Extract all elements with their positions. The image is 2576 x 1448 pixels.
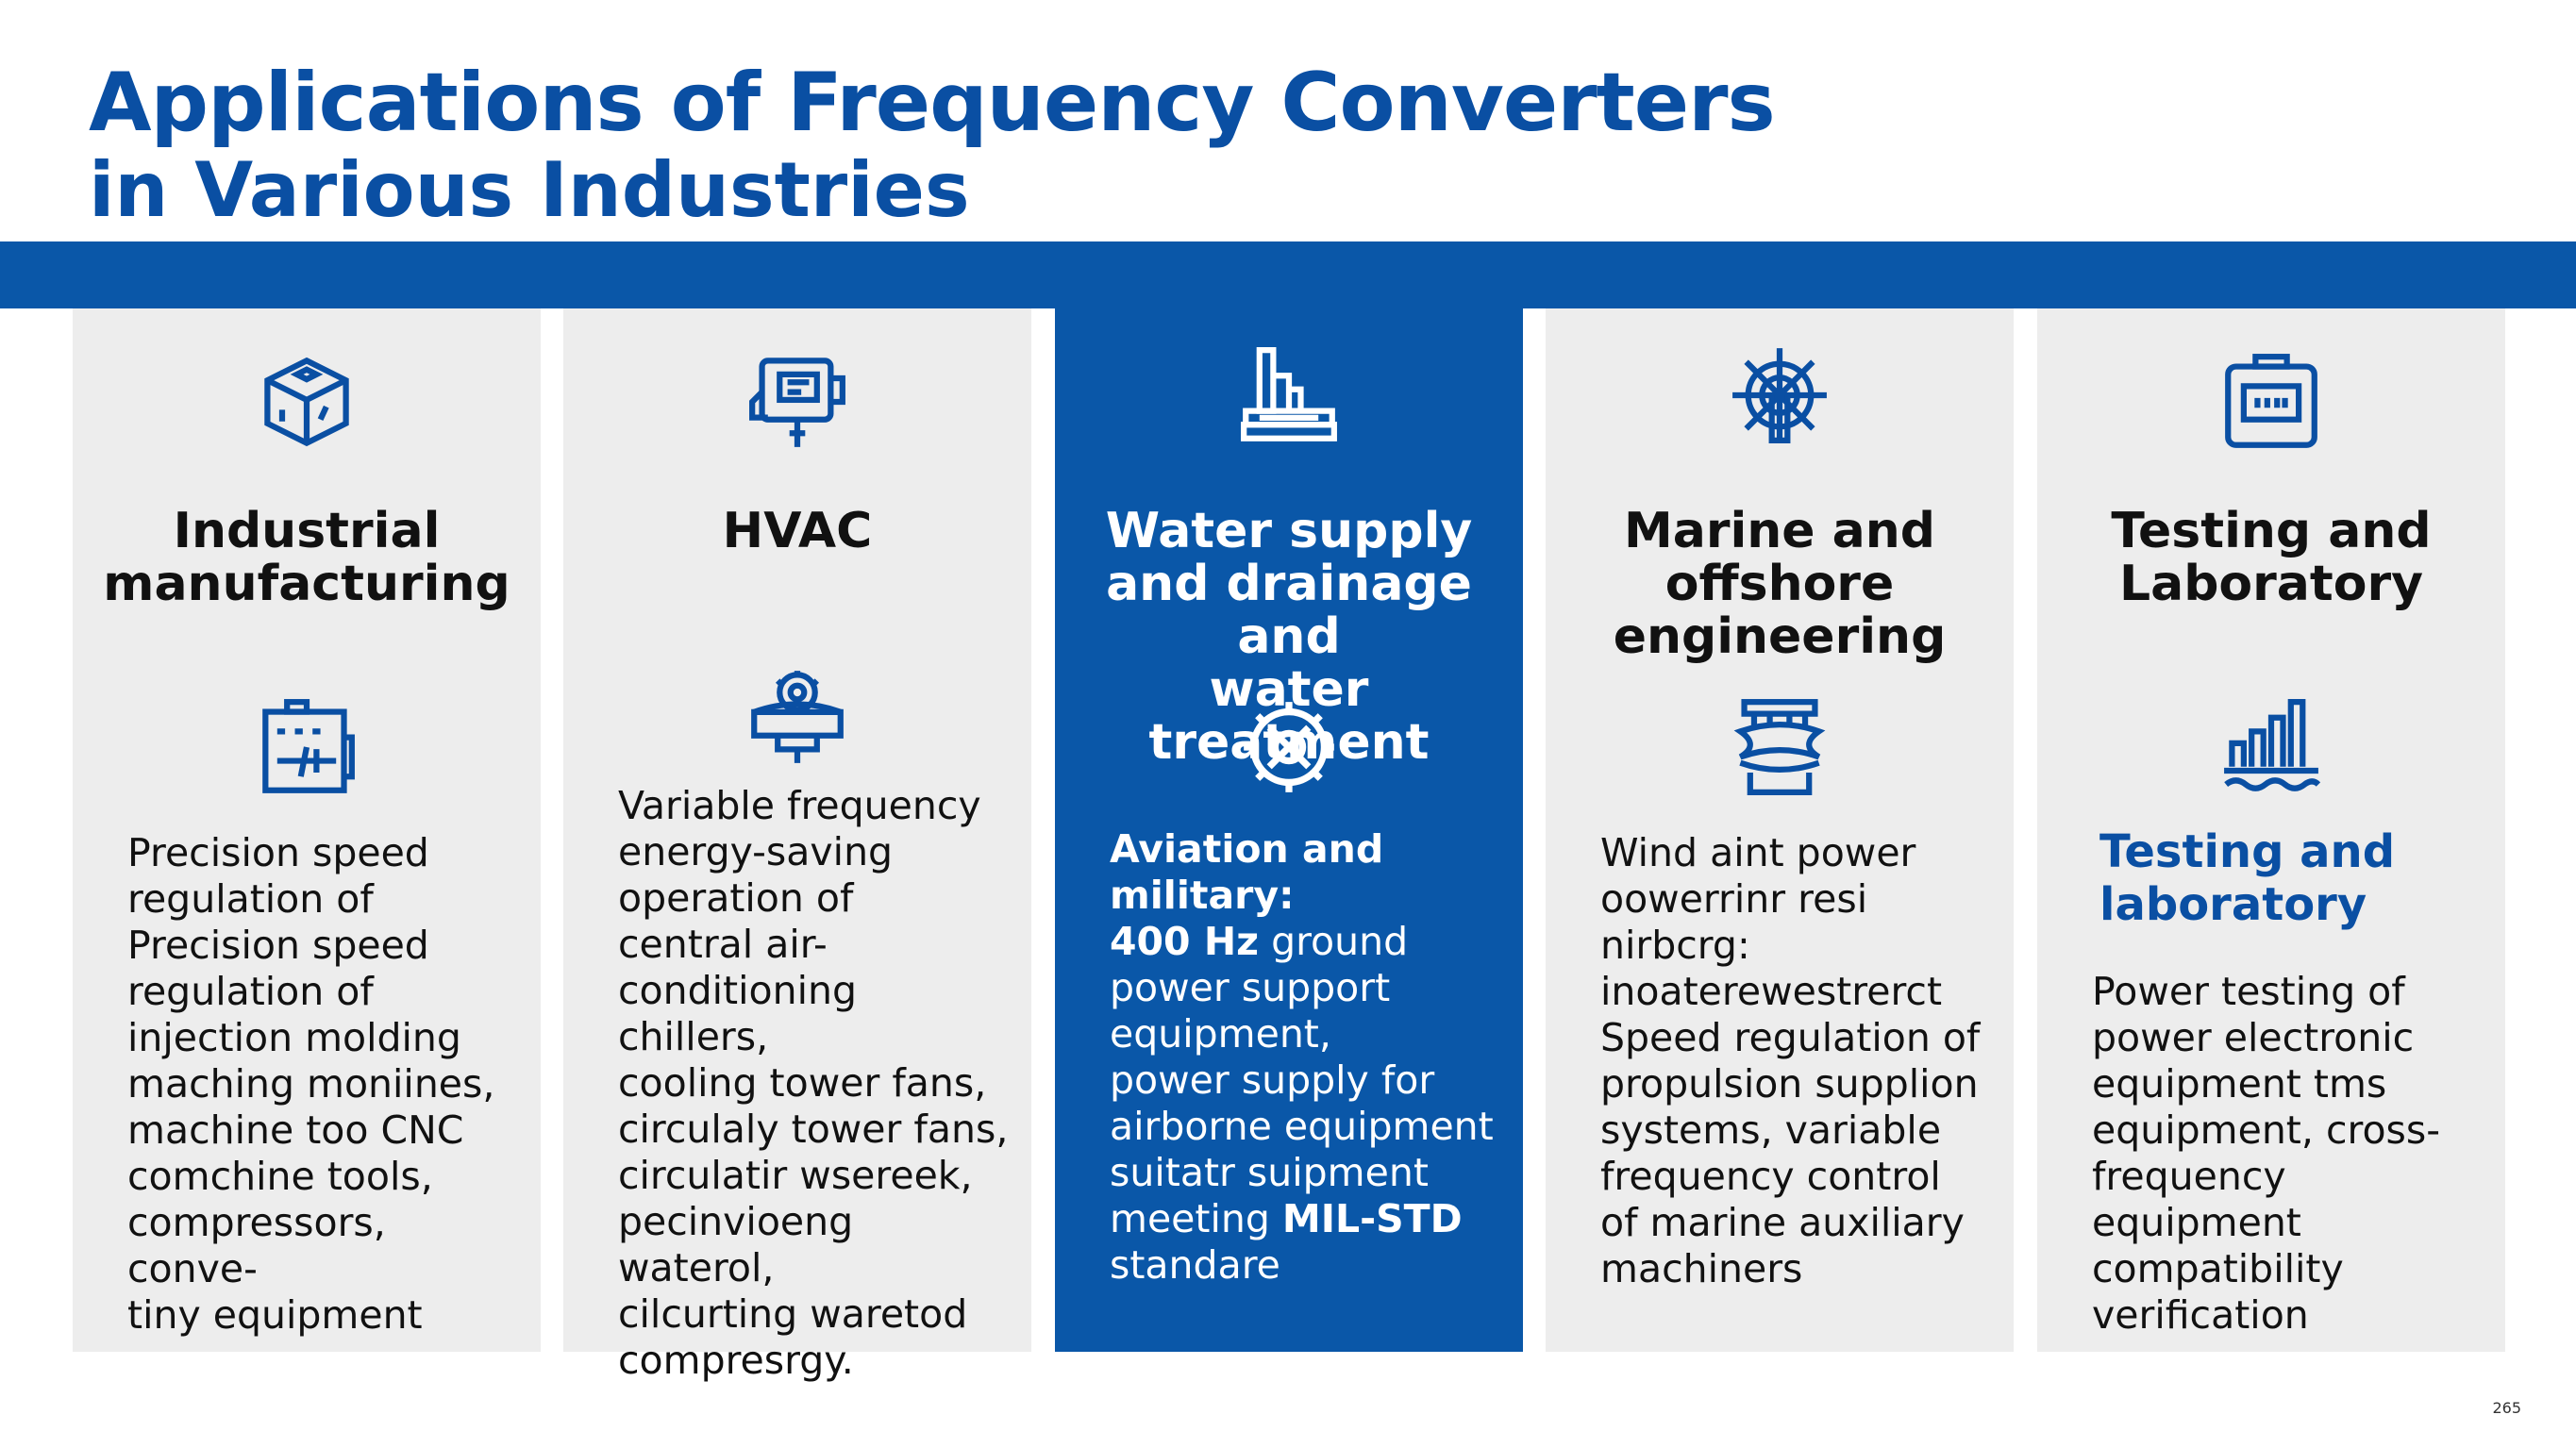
column-body: Precision speed regulation of Precision … (127, 830, 495, 1338)
body-text: ground power support equipment, power su… (1110, 919, 1494, 1241)
column-body: Power testing of power electronic equipm… (2092, 969, 2441, 1338)
water-plant-icon (1240, 346, 1338, 444)
control-cabinet-icon (258, 698, 356, 796)
column-hvac: HVAC Variable frequency energy-saving op… (563, 308, 1031, 1383)
page-title: Applications of Frequency Converters (89, 56, 1776, 150)
ship-wheel-icon (1731, 346, 1829, 444)
column-body: Wind aint power oowerrinr resi nirbcrg: … (1600, 830, 1981, 1291)
test-instrument-icon (2222, 353, 2320, 451)
column-heading: Industrial manufacturing (103, 503, 510, 612)
header-band (0, 241, 2576, 308)
column-water-supply: Water supply and drainage and water trea… (1055, 308, 1523, 1352)
column-body: Aviation and military: 400 Hz ground pow… (1110, 826, 1504, 1289)
body-bold-standard: MIL-STD (1281, 1196, 1463, 1241)
column-testing-laboratory: Testing and Laboratory Testing and labor… (2037, 308, 2505, 1352)
body-tail: standare (1110, 1242, 1280, 1288)
column-heading: Water supply and drainage and water trea… (1105, 503, 1473, 771)
body-bold-lead: Aviation and military: 400 Hz (1110, 826, 1384, 964)
bar-chart-icon (2222, 698, 2321, 796)
hvac-unit-icon (748, 353, 846, 451)
column-subheading: Testing and laboratory (2099, 825, 2396, 931)
cube-icon (258, 353, 356, 451)
column-heading: Marine and offshore engineering (1613, 503, 1947, 665)
column-heading: HVAC (722, 503, 873, 559)
gear-icon (1240, 698, 1338, 796)
column-heading: Testing and Laboratory (2111, 503, 2432, 612)
fan-motor-icon (748, 667, 846, 765)
page-subtitle: in Various Industries (89, 146, 970, 234)
column-industrial-manufacturing: Industrial manufacturing Precision speed… (73, 308, 541, 1352)
column-body: Variable frequency energy-saving operati… (618, 783, 1009, 1383)
column-marine-offshore: Marine and offshore engineering Wind ain… (1546, 308, 2014, 1352)
page-number: 265 (2492, 1399, 2521, 1417)
propeller-shaft-icon (1731, 698, 1829, 796)
